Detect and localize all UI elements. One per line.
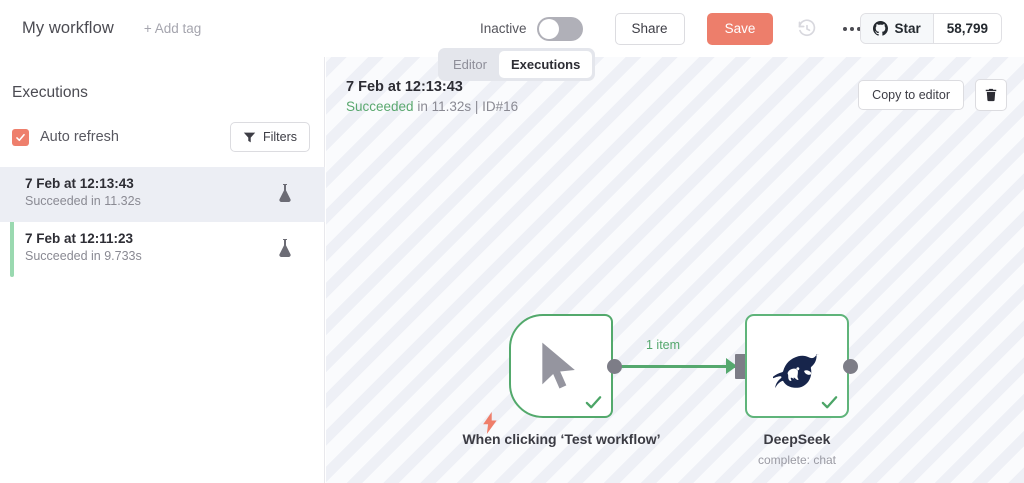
delete-execution-button[interactable] xyxy=(975,79,1007,111)
execution-list-item[interactable]: 7 Feb at 12:11:23 Succeeded in 9.733s xyxy=(0,222,325,277)
node-label-deepseek: DeepSeek xyxy=(763,431,831,447)
execution-status-word: Succeeded xyxy=(346,99,414,114)
sidebar-title: Executions xyxy=(12,84,88,101)
execution-time: 7 Feb at 12:13:43 xyxy=(25,176,134,191)
lightning-bolt-icon xyxy=(483,412,498,434)
tab-executions[interactable]: Executions xyxy=(498,51,593,78)
github-star-widget[interactable]: Star 58,799 xyxy=(860,13,1002,44)
top-header-bar: My workflow + Add tag Inactive Share Sav… xyxy=(0,0,1024,57)
flask-icon xyxy=(277,238,293,258)
history-clock-icon[interactable] xyxy=(797,18,817,39)
tab-editor[interactable]: Editor xyxy=(453,57,487,72)
node-deepseek[interactable] xyxy=(745,314,849,418)
deepseek-whale-icon xyxy=(773,346,825,390)
execution-actions: Copy to editor xyxy=(858,79,1007,111)
execution-detail-header: 7 Feb at 12:13:43 Succeeded in 11.32s | … xyxy=(346,79,518,114)
workflow-title[interactable]: My workflow xyxy=(22,18,114,37)
toggle-knob xyxy=(538,18,559,39)
node-label-trigger: When clicking ‘Test workflow’ xyxy=(462,431,661,447)
copy-to-editor-button[interactable]: Copy to editor xyxy=(858,80,964,110)
trigger-output-endpoint[interactable] xyxy=(607,359,622,374)
filters-button[interactable]: Filters xyxy=(229,122,310,152)
deepseek-output-endpoint[interactable] xyxy=(843,359,858,374)
auto-refresh-control[interactable]: Auto refresh xyxy=(12,128,119,146)
node-subtitle-deepseek: complete: chat xyxy=(757,453,837,467)
connection-item-count: 1 item xyxy=(646,338,681,352)
connection-arrow-icon xyxy=(726,358,737,374)
activation-toggle[interactable] xyxy=(536,16,583,41)
node-when-clicking-test-workflow[interactable] xyxy=(509,314,613,418)
executions-success-accent xyxy=(10,167,14,277)
activation-state-label: Inactive xyxy=(480,21,527,36)
execution-status: Succeeded in 9.733s xyxy=(25,249,142,263)
node-connection-line xyxy=(619,365,741,368)
execution-status-rest: in 11.32s | ID#16 xyxy=(413,99,519,114)
sidebar-controls: Auto refresh Filters xyxy=(0,122,324,152)
deepseek-input-endpoint[interactable] xyxy=(735,354,746,379)
auto-refresh-label: Auto refresh xyxy=(40,129,119,145)
execution-canvas[interactable]: 7 Feb at 12:13:43 Succeeded in 11.32s | … xyxy=(326,57,1024,483)
github-star-count: 58,799 xyxy=(933,14,1001,43)
funnel-icon xyxy=(243,132,256,142)
execution-detail-status: Succeeded in 11.32s | ID#16 xyxy=(346,99,518,114)
execution-status: Succeeded in 11.32s xyxy=(25,194,141,208)
ellipsis-icon[interactable] xyxy=(843,26,862,31)
check-icon xyxy=(584,393,603,412)
trash-icon xyxy=(985,88,997,102)
execution-time: 7 Feb at 12:11:23 xyxy=(25,231,134,246)
filters-label: Filters xyxy=(262,130,297,144)
github-icon xyxy=(873,21,889,36)
view-tabs: Editor Executions xyxy=(438,48,596,81)
auto-refresh-checkbox[interactable] xyxy=(12,128,29,146)
flask-icon xyxy=(277,183,293,203)
mouse-cursor-icon xyxy=(539,340,579,392)
share-button[interactable]: Share xyxy=(614,12,685,45)
execution-list-item[interactable]: 7 Feb at 12:13:43 Succeeded in 11.32s xyxy=(0,167,325,222)
github-star-button[interactable]: Star xyxy=(861,14,934,43)
add-tag-button[interactable]: + Add tag xyxy=(143,20,202,36)
github-star-label: Star xyxy=(894,21,921,36)
save-button[interactable]: Save xyxy=(706,12,774,45)
check-icon xyxy=(820,393,839,412)
workflow-controls: Inactive Share Save xyxy=(480,0,862,57)
executions-list: 7 Feb at 12:13:43 Succeeded in 11.32s 7 … xyxy=(0,167,325,277)
execution-detail-time: 7 Feb at 12:13:43 xyxy=(346,79,463,95)
executions-sidebar: Executions Auto refresh Filters 7 xyxy=(0,57,325,483)
